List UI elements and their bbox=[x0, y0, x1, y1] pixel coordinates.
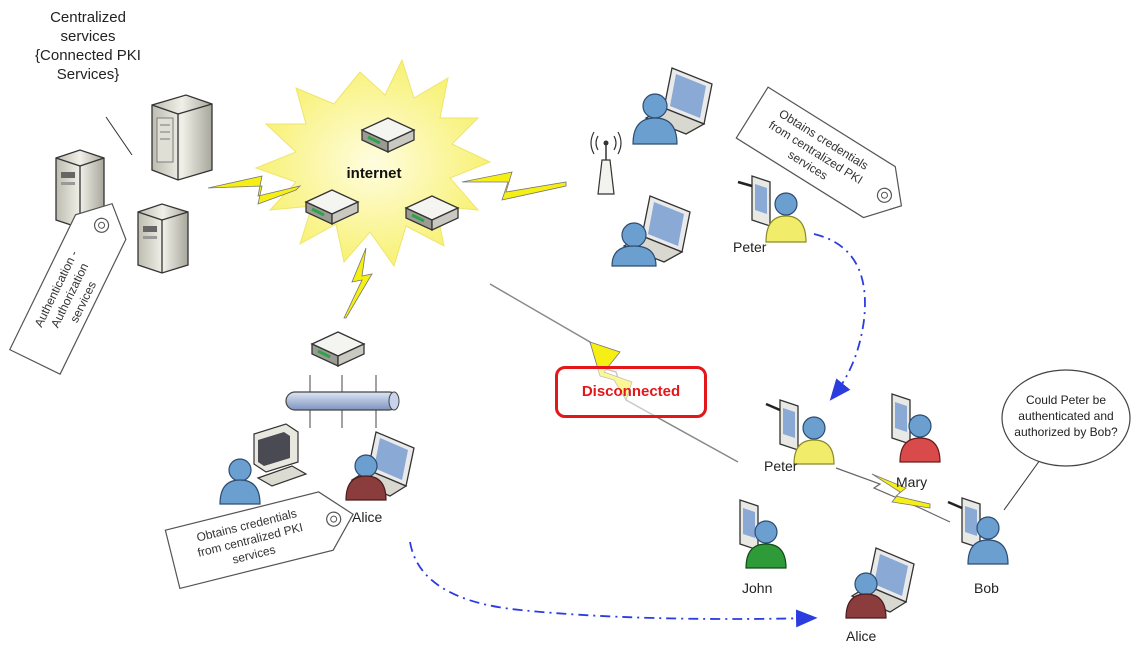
centralized-line-1: Centralized bbox=[50, 9, 126, 26]
centralized-line-4: Services} bbox=[56, 66, 120, 83]
desktop-computer-icon bbox=[253, 423, 308, 487]
lightning-link-tower bbox=[461, 171, 567, 201]
desktop-user-person bbox=[219, 458, 261, 505]
question-line-1: Could Peter be bbox=[1026, 393, 1106, 407]
person-label-peter-top: Peter bbox=[733, 239, 767, 255]
disconnected-label: Disconnected bbox=[581, 383, 681, 400]
laptop-user-icon-alice-adhoc bbox=[845, 547, 915, 619]
centralized-line-2: services bbox=[60, 28, 116, 45]
peer-link-peter-bob bbox=[835, 467, 951, 523]
pda-user-icon-peter-adhoc bbox=[765, 399, 835, 465]
pda-user-icon-john bbox=[739, 499, 787, 569]
router-icon bbox=[310, 330, 366, 368]
laptop-user-icon-alice bbox=[345, 431, 415, 501]
lightning-link-servers bbox=[207, 175, 302, 205]
person-label-alice-left: Alice bbox=[352, 509, 383, 525]
pda-user-icon-peter bbox=[737, 175, 807, 243]
person-label-peter-adhoc: Peter bbox=[764, 458, 798, 474]
transition-arrow-peter bbox=[813, 233, 866, 401]
internet-label: internet bbox=[346, 165, 401, 182]
question-line-3: authorized by Bob? bbox=[1014, 425, 1118, 439]
credentials-tag-bottom: Obtains credentials from centralized PKI… bbox=[164, 491, 354, 590]
laptop-user-icon bbox=[611, 195, 691, 267]
transition-arrow-alice bbox=[409, 541, 818, 628]
person-label-mary: Mary bbox=[896, 474, 928, 490]
person-label-alice-bottom: Alice bbox=[846, 628, 877, 644]
server-small-icon bbox=[137, 203, 189, 274]
auth-services-tag: Authentication - Authorization services bbox=[8, 202, 127, 375]
server-pointer-line bbox=[105, 116, 133, 156]
server-small-icon bbox=[55, 149, 105, 229]
person-label-bob: Bob bbox=[974, 580, 999, 596]
disconnected-badge bbox=[555, 366, 707, 418]
person-label-john: John bbox=[742, 580, 773, 596]
server-large-icon bbox=[151, 94, 213, 181]
centralized-line-3: {Connected PKI bbox=[35, 47, 141, 64]
pda-user-icon-bob bbox=[947, 497, 1009, 565]
question-line-2: authenticated and bbox=[1018, 409, 1113, 423]
question-bubble bbox=[1001, 369, 1131, 467]
wireless-tower-icon bbox=[590, 131, 622, 195]
lan-bus bbox=[285, 375, 400, 428]
lightning-link-lan bbox=[343, 247, 373, 319]
question-pointer bbox=[1003, 459, 1041, 511]
internet-cloud bbox=[254, 58, 492, 268]
centralized-services-label: Centralized services {Connected PKI Serv… bbox=[28, 8, 148, 84]
laptop-user-icon bbox=[632, 67, 713, 145]
pda-user-icon-mary bbox=[891, 393, 941, 463]
